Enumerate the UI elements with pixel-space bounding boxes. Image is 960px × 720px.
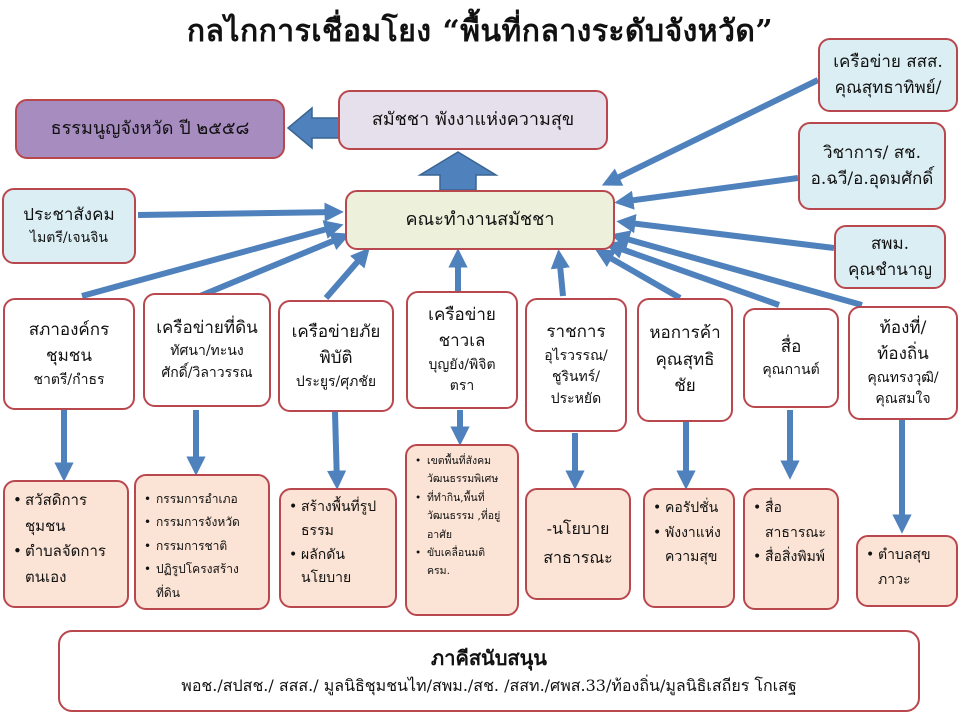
network-label: เครือข่ายที่ดิน <box>156 318 258 339</box>
output-item: ตำบลจัดการตนเอง <box>13 539 121 590</box>
up-block-arrow <box>417 151 499 191</box>
network-label: สภาองค์กร <box>28 319 110 340</box>
network-label: ชาวเล <box>438 331 486 352</box>
network-box-land: เครือข่ายที่ดิน ทัศนา/ทะนง ศักดิ์/วิลาวร… <box>143 293 271 407</box>
network-label: เครือข่ายภัย <box>291 321 381 342</box>
network-label: ชุมชน <box>46 346 92 367</box>
output-item: ขับเคลื่อนมติ ครม. <box>415 544 511 581</box>
network-people: คุณสมใจ <box>875 391 931 408</box>
output-item: สร้างพื้นที่รูปธรรม <box>289 496 389 544</box>
diagram-title: กลไกการเชื่อมโยง “พื้นที่กลางระดับจังหวั… <box>186 14 774 49</box>
arrow-net-2 <box>198 232 351 299</box>
output-item: ผลักดันนโยบาย <box>289 544 389 592</box>
output-item: กรรมการจังหวัด <box>144 511 262 535</box>
output-item: สื่อสิ่งพิมพ์ <box>753 545 831 570</box>
output-item: สวัสดิการชุมชน <box>13 488 121 539</box>
network-box-community-council: สภาองค์กร ชุมชน ชาตรี/กำธร <box>3 298 135 410</box>
network-label: สื่อ <box>780 336 802 357</box>
output-item: ปฏิรูปโครงสร้างที่ดิน <box>144 558 262 605</box>
output-item: เขตพื้นที่สังคมวัฒนธรรมพิเศษ <box>415 452 511 489</box>
output-item: พังงาแห่งความสุข <box>653 521 727 570</box>
network-label: คุณสุทธิ <box>655 349 715 370</box>
network-label: เครือข่าย <box>428 304 496 325</box>
output-item: สื่อสาธารณะ <box>753 496 831 545</box>
output-box-7: สื่อสาธารณะ สื่อสิ่งพิมพ์ <box>743 488 839 610</box>
civil-society-people: ไมตรี/เจนจิน <box>30 230 108 247</box>
network-people: ประยูร/ศุภชัย <box>295 373 377 390</box>
network-label: พิบัติ <box>319 348 353 369</box>
committee-box: คณะทำงานสมัชชา <box>345 190 615 250</box>
arrow-academic <box>614 175 799 210</box>
ssss-network-label: เครือข่าย สสส. <box>833 51 943 72</box>
supporting-partners-box: ภาคีสนับสนุน พอช./สปสช./ สสส./ มูลนิธิชุ… <box>58 630 920 712</box>
arrow-civil-society <box>137 202 344 222</box>
ssss-network-box: เครือข่าย สสส. คุณสุทธาทิพย์/ <box>818 38 958 112</box>
network-box-media: สื่อ คุณกานต์ <box>743 308 839 408</box>
spm-label: สพม. <box>870 233 910 254</box>
output-item: กรรมการอำเภอ <box>144 488 262 512</box>
network-label: ท้องถิ่น <box>877 344 929 365</box>
arrow-net-3 <box>323 247 370 300</box>
arrow-out-3 <box>327 411 347 490</box>
assembly-label: สมัชชา พังงาแห่งความสุข <box>371 109 575 131</box>
network-people: คุณทรงวุฒิ/ <box>867 369 939 386</box>
output-item: กรรมการชาติ <box>144 535 262 559</box>
network-people: ชูรินทร์/ <box>551 369 601 386</box>
network-people: คุณกานต์ <box>762 362 820 379</box>
network-box-local: ท้องที่/ ท้องถิ่น คุณทรงวุฒิ/ คุณสมใจ <box>848 306 958 420</box>
network-people: ประหยัด <box>550 391 602 408</box>
civil-society-box: ประชาสังคม ไมตรี/เจนจิน <box>2 188 136 264</box>
spm-box: สพม. คุณชำนาญ <box>834 225 946 289</box>
network-label: ราชการ <box>546 322 606 343</box>
output-item: สาธารณะ <box>543 548 613 567</box>
output-item: ที่ทำกิน,พื้นที่วัฒนธรรม ,ที่อยู่อาศัย <box>415 489 511 544</box>
civil-society-label: ประชาสังคม <box>23 204 115 225</box>
left-block-arrow <box>286 106 341 150</box>
network-people: ศักดิ์/วิลาวรรณ <box>161 365 253 382</box>
ssss-network-person: คุณสุทธาทิพย์/ <box>834 78 942 98</box>
output-item: ตำบลสุขภาวะ <box>866 543 950 592</box>
spm-person: คุณชำนาญ <box>848 260 932 280</box>
provincial-charter-box: ธรรมนูญจังหวัด ปี ๒๕๕๘ <box>15 99 285 159</box>
arrow-net-5 <box>550 249 570 297</box>
arrow-net-8 <box>610 230 863 308</box>
output-box-2: กรรมการอำเภอ กรรมการจังหวัด กรรมการชาติ … <box>134 474 270 610</box>
arrow-ssss <box>601 77 820 186</box>
network-label: ท้องที่/ <box>879 317 927 338</box>
output-box-3: สร้างพื้นที่รูปธรรม ผลักดันนโยบาย <box>279 488 397 608</box>
arrow-net-6 <box>595 249 682 301</box>
supporting-partners-title: ภาคีสนับสนุน <box>431 646 547 671</box>
output-box-6: คอรัปชั่น พังงาแห่งความสุข <box>643 488 735 608</box>
network-box-disaster: เครือข่ายภัย พิบัติ ประยูร/ศุภชัย <box>278 300 394 412</box>
network-people: บุญยัง/พิจิต <box>428 356 496 373</box>
network-people: อุไรวรรณ/ <box>544 347 608 364</box>
network-box-sea-gypsy: เครือข่าย ชาวเล บุญยัง/พิจิต ตรา <box>406 291 518 409</box>
provincial-charter-label: ธรรมนูญจังหวัด ปี ๒๕๕๘ <box>50 118 250 140</box>
output-item: คอรัปชั่น <box>653 496 727 521</box>
network-people: ทัศนา/ทะนง <box>170 343 244 360</box>
network-box-government: ราชการ อุไรวรรณ/ ชูรินทร์/ ประหยัด <box>525 298 627 432</box>
output-box-1: สวัสดิการชุมชน ตำบลจัดการตนเอง <box>3 480 129 608</box>
supporting-partners-members: พอช./สปสช./ สสส./ มูลนิธิชุมชนไท/สพม./สช… <box>181 676 797 696</box>
output-box-4: เขตพื้นที่สังคมวัฒนธรรมพิเศษ ที่ทำกิน,พื… <box>405 444 519 616</box>
arrow-net-7 <box>604 240 781 308</box>
output-box-5: -นโยบาย สาธารณะ <box>525 488 631 600</box>
output-box-8: ตำบลสุขภาวะ <box>856 535 958 607</box>
output-item: -นโยบาย <box>546 519 610 539</box>
network-box-chamber-of-commerce: หอการค้า คุณสุทธิ ชัย <box>637 298 733 422</box>
academic-box: วิชาการ/ สช. อ.ฉวี/อ.อุดมศักดิ์ <box>798 122 946 210</box>
academic-people: อ.ฉวี/อ.อุดมศักดิ์ <box>810 169 934 189</box>
network-label: ชัย <box>674 376 696 397</box>
arrow-spm <box>616 214 835 251</box>
assembly-box: สมัชชา พังงาแห่งความสุข <box>338 90 608 150</box>
network-people: ตรา <box>449 378 475 395</box>
network-label: หอการค้า <box>649 323 721 344</box>
network-people: ชาตรี/กำธร <box>33 371 105 388</box>
academic-label: วิชาการ/ สช. <box>822 142 922 163</box>
committee-label: คณะทำงานสมัชชา <box>405 209 555 231</box>
